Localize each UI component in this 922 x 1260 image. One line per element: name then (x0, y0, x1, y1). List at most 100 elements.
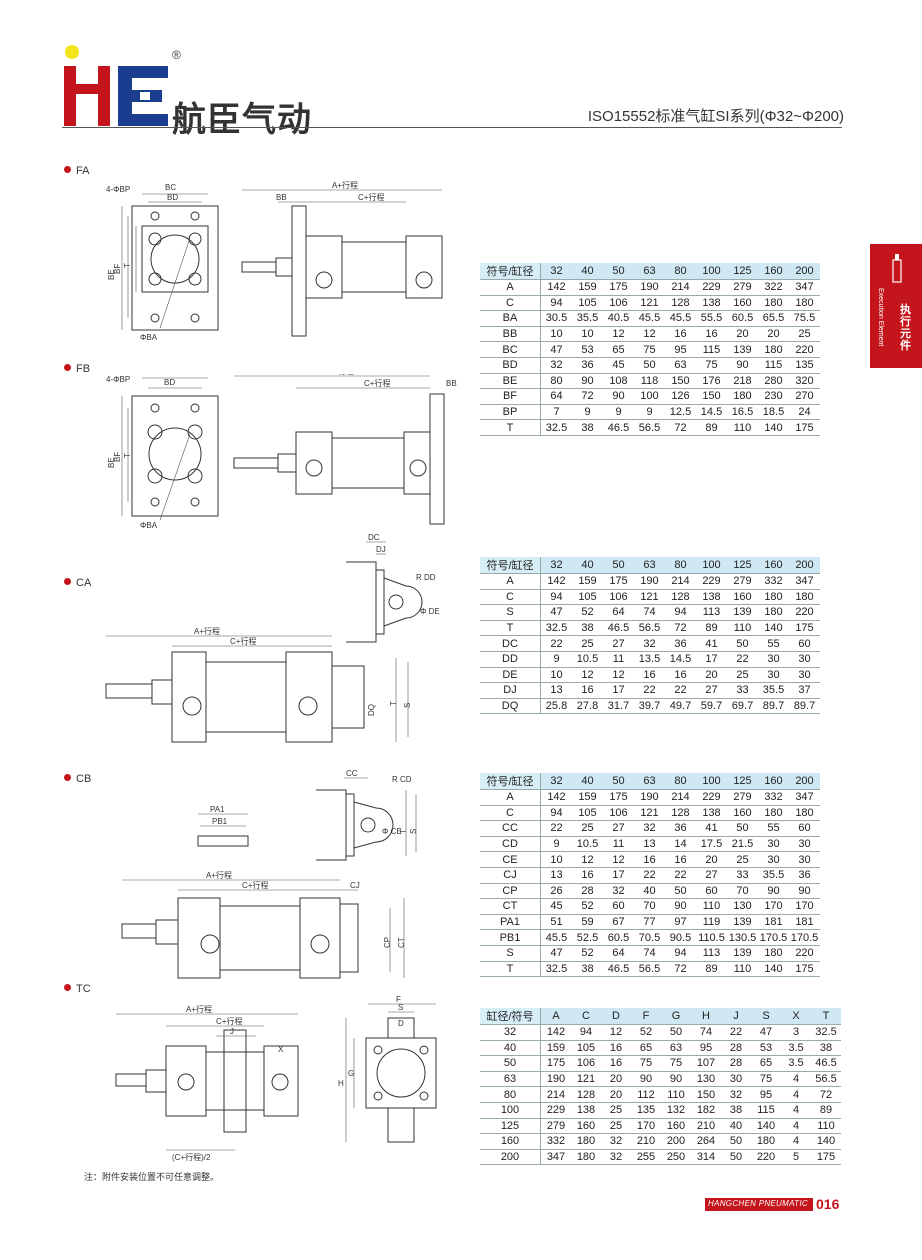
table-cell: X (781, 1008, 811, 1025)
table-cell: 190 (634, 789, 665, 806)
table-cell: CE (480, 851, 541, 868)
table-cell: 38 (811, 1040, 841, 1057)
table-cell: 63 (665, 357, 696, 374)
table-cell: 121 (634, 589, 665, 606)
tc-drawing: A+行程 C+行程 J X (C+行程)/2 F S D H G (115, 996, 437, 1162)
table-cell: 30 (721, 1071, 751, 1088)
table-cell: C (571, 1008, 601, 1025)
table-cell: 218 (727, 373, 758, 390)
table-cell: 30 (789, 651, 820, 668)
table-cell: 100 (696, 773, 727, 790)
table-cell: 5 (781, 1149, 811, 1166)
bullet-icon (64, 166, 71, 173)
table-cell: 180 (571, 1149, 601, 1166)
table-cell: CC (480, 820, 541, 837)
table-cell: DQ (480, 698, 541, 715)
table-cell: 50 (727, 820, 758, 837)
table-cell: 53 (572, 341, 603, 358)
table-cell: 46.5 (603, 419, 634, 436)
table-cell: 77 (634, 914, 665, 931)
table-cell: 47 (540, 341, 572, 358)
table-cell: 52 (572, 604, 603, 621)
table-cell: 176 (696, 373, 727, 390)
table-cell: 22 (721, 1024, 751, 1041)
table-cell: 36 (572, 357, 603, 374)
table-cell: 4 (781, 1102, 811, 1119)
table-cell: 55 (758, 635, 789, 652)
label-c-stroke: C+行程 (230, 636, 256, 646)
table-cell: 121 (634, 295, 665, 312)
table-cell: 180 (789, 805, 820, 822)
table-cell: 180 (751, 1133, 781, 1150)
table-cell: 140 (751, 1118, 781, 1135)
table-cell: 320 (789, 373, 820, 390)
side-tab-chinese: 执行元件 (900, 304, 911, 352)
table-cell: 314 (691, 1149, 721, 1166)
table-cell: 40.5 (603, 310, 634, 327)
label-ct: CT (397, 937, 406, 948)
table-cell: 64 (603, 945, 634, 962)
table-cell: 180 (727, 388, 758, 405)
table-cell: 72 (572, 388, 603, 405)
table-cell: 25.8 (540, 698, 572, 715)
table-cell: 90 (758, 883, 789, 900)
table-cell: 106 (603, 805, 634, 822)
label-cj: CJ (350, 881, 360, 890)
table-cell: 110 (811, 1118, 841, 1135)
fa-drawing: BC BD 4-ΦBP BE BF T ΦBA A+行程 C+行程 BB (106, 180, 443, 342)
table-cell: 12 (572, 667, 603, 684)
table-cell: 130.5 (727, 929, 758, 946)
table-cell: 39.7 (634, 698, 665, 715)
table-cell: 符号/缸径 (480, 773, 541, 790)
table-cell: 32 (603, 883, 634, 900)
table-cell: 121 (634, 805, 665, 822)
bullet-icon (64, 774, 71, 781)
table-cell: 32.5 (811, 1024, 841, 1041)
label-dq: DQ (367, 704, 376, 716)
table-cell: 32 (634, 635, 665, 652)
table-cell: J (721, 1008, 751, 1025)
table-cell: 47 (540, 604, 572, 621)
table-cell: 80 (665, 263, 696, 280)
table-cell: 18.5 (758, 404, 789, 421)
table-cell: 27 (603, 820, 634, 837)
label-c-stroke: C+行程 (242, 880, 268, 890)
table-cell: 110.5 (696, 929, 727, 946)
table-cell: 180 (758, 295, 789, 312)
table-cell: 70 (727, 883, 758, 900)
table-cell: 80 (540, 373, 572, 390)
table-cell: 50 (665, 883, 696, 900)
table-cell: 105 (572, 295, 603, 312)
table-cell: 36 (665, 635, 696, 652)
table-cell: T (480, 620, 541, 637)
table-cell: 27 (696, 867, 727, 884)
table-cell: 110 (727, 961, 758, 978)
table-cell: 70.5 (634, 929, 665, 946)
table-cell: 32 (601, 1133, 631, 1150)
table-cell: 59.7 (696, 698, 727, 715)
table-cell: 160 (727, 589, 758, 606)
table-cell: 60 (789, 635, 820, 652)
table-cell: 125 (727, 263, 758, 280)
table-cell: 160 (480, 1133, 541, 1150)
table-cell: 22 (540, 635, 572, 652)
table-cell: 16 (665, 326, 696, 343)
table-cell: 40 (721, 1118, 751, 1135)
table-cell: 38 (721, 1102, 751, 1119)
table-cell: 210 (631, 1133, 661, 1150)
table-cell: 10.5 (572, 836, 603, 853)
table-cell: 50 (603, 773, 634, 790)
table-cell: 142 (540, 789, 572, 806)
table-cell: 106 (603, 589, 634, 606)
table-cell: 14 (665, 836, 696, 853)
label-bb: BB (276, 193, 287, 202)
table-cell: 160 (758, 773, 789, 790)
table-cell: 25 (601, 1118, 631, 1135)
table-cell: CJ (480, 867, 541, 884)
